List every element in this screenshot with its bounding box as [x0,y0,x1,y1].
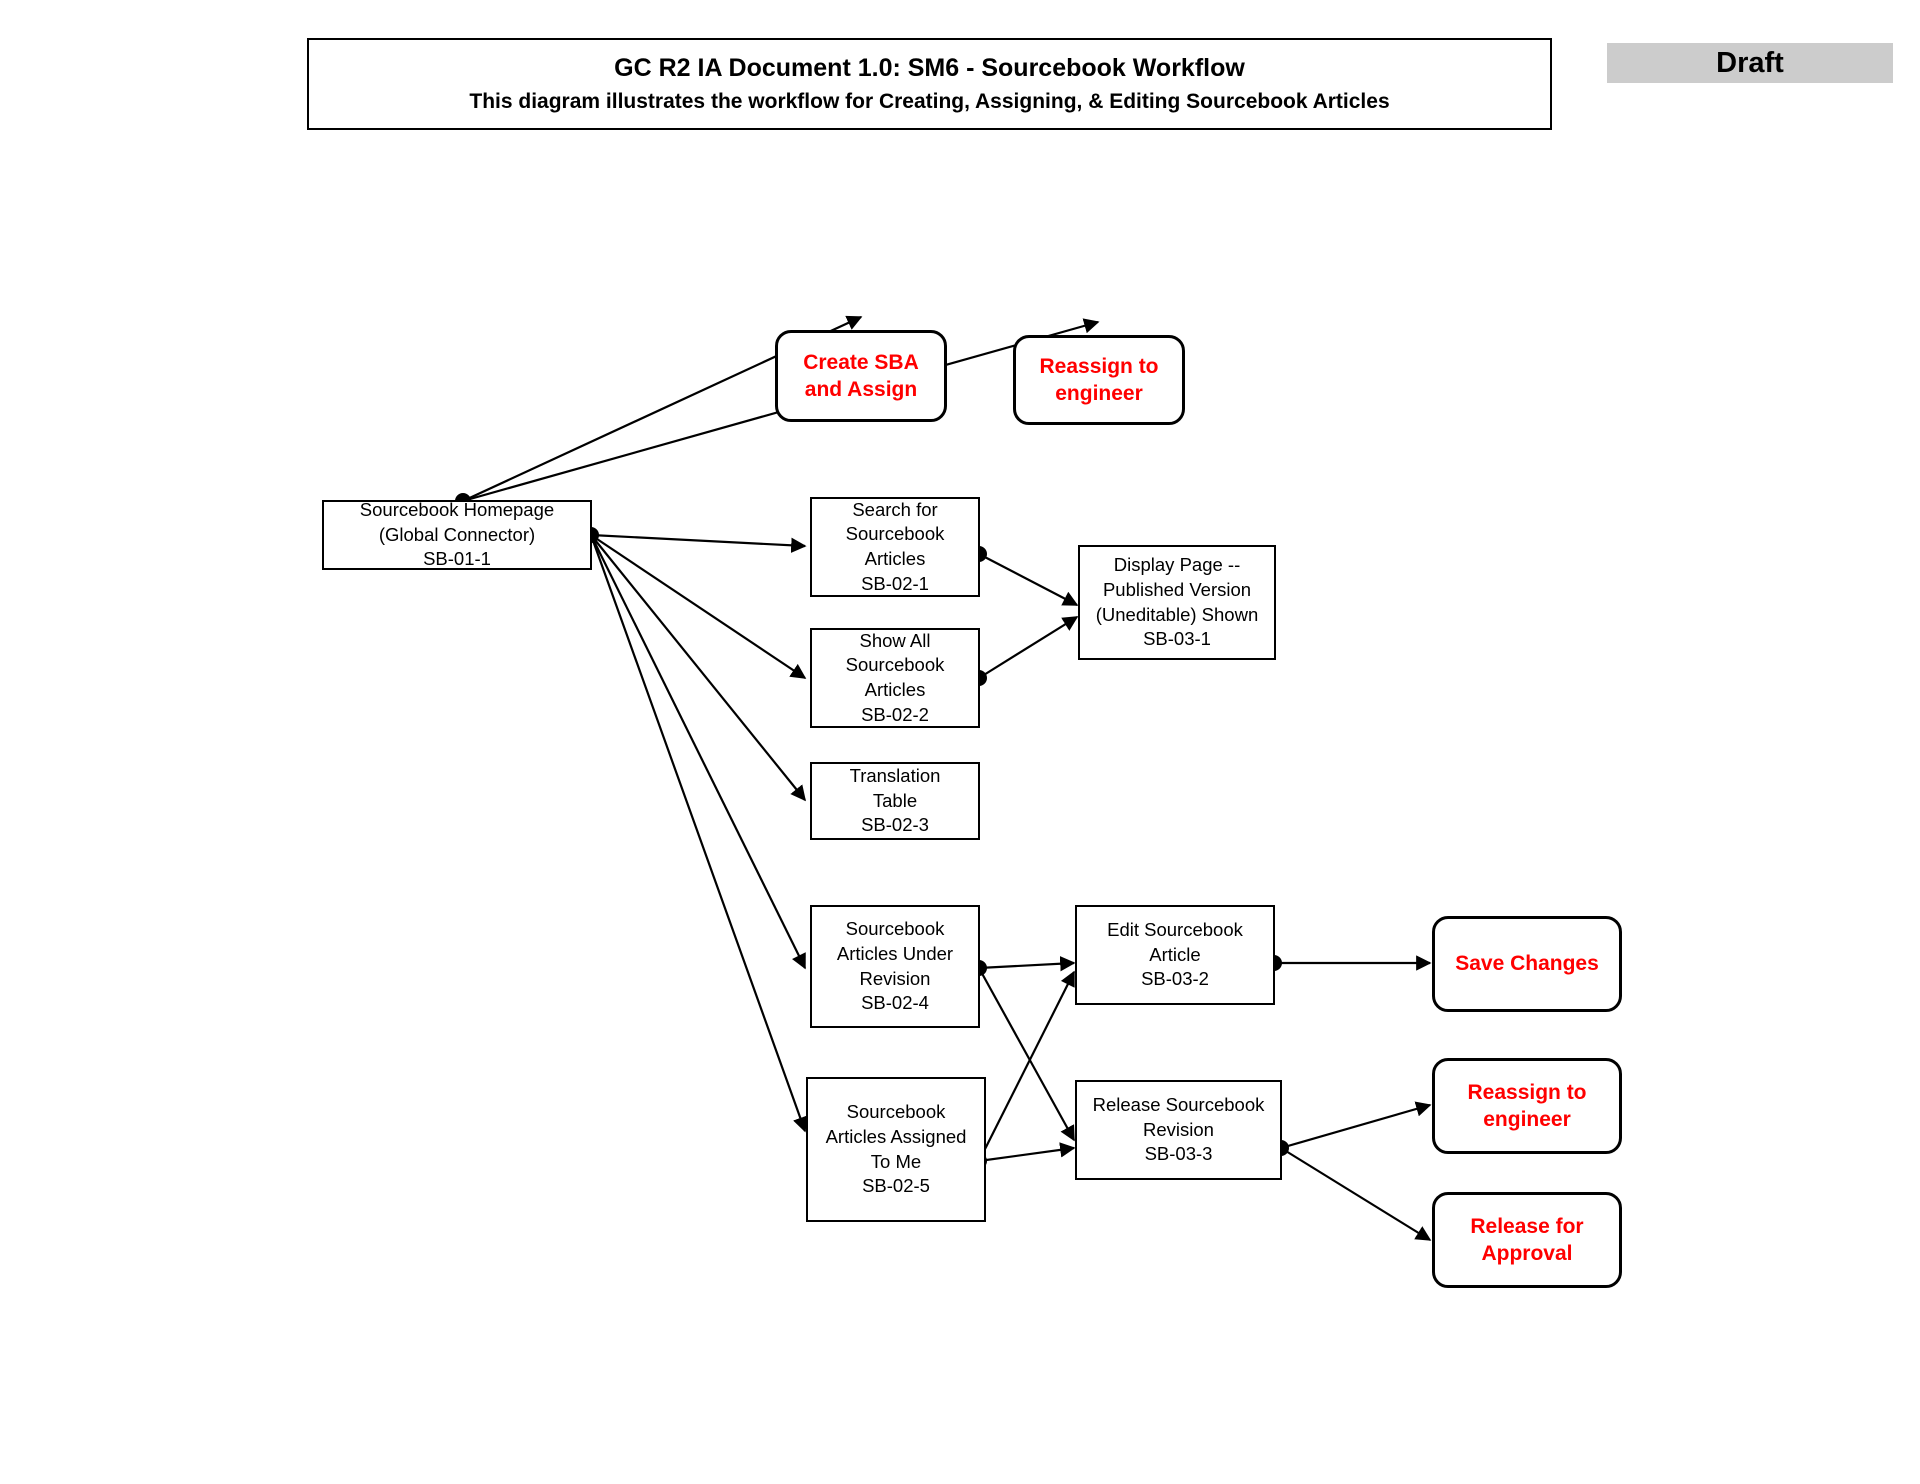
node-line-3: SB-03-2 [1141,968,1209,990]
node-line-3: (Uneditable) Shown [1095,603,1259,625]
action-line-2: and Assign [804,378,918,401]
node-edit-sourcebook-article[interactable]: Edit Sourcebook Article SB-03-2 [1075,905,1275,1005]
node-line-4: SB-02-2 [861,703,929,725]
page-title: GC R2 IA Document 1.0: SM6 - Sourcebook … [614,54,1245,83]
node-line-1: Sourcebook [846,1101,946,1123]
action-create-sba-and-assign[interactable]: Create SBA and Assign [775,330,947,422]
action-line-1: Save Changes [1455,952,1599,976]
node-line-3: Revision [859,967,931,989]
node-line-3: Articles [864,548,926,569]
node-display-page-published-version[interactable]: Display Page -- Published Version (Unedi… [1078,545,1276,660]
status-badge: Draft [1607,43,1893,83]
node-line-2: Table [872,789,918,811]
node-line-1: Sourcebook Homepage [359,499,555,521]
node-line-1: Edit Sourcebook [1107,919,1243,941]
node-line-1: Release Sourcebook [1092,1094,1265,1116]
action-line-1: Create SBA [803,350,919,374]
node-line-4: SB-02-5 [862,1175,930,1197]
node-line-4: SB-02-1 [861,572,929,594]
action-release-for-approval[interactable]: Release for Approval [1432,1192,1622,1288]
node-line-4: SB-02-4 [861,992,929,1014]
node-line-2: (Global Connector) [378,523,536,545]
action-line-1: Reassign to [1467,1080,1587,1104]
node-sourcebook-articles-assigned-to-me[interactable]: Sourcebook Articles Assigned To Me SB-02… [806,1077,986,1222]
node-line-3: Articles [864,679,926,700]
node-line-2: Articles Assigned [825,1125,967,1147]
node-show-all-sourcebook-articles[interactable]: Show All Sourcebook Articles SB-02-2 [810,628,980,728]
node-line-2: Articles Under [836,942,954,964]
action-line-2: Approval [1481,1242,1573,1265]
action-save-changes[interactable]: Save Changes [1432,916,1622,1012]
node-line-1: Show All [859,629,931,651]
node-line-2: Sourcebook [845,654,945,676]
node-line-3: To Me [870,1150,922,1172]
node-line-1: Sourcebook [845,918,945,940]
action-reassign-to-engineer-bottom[interactable]: Reassign to engineer [1432,1058,1622,1154]
node-line-2: Published Version [1102,578,1252,600]
node-search-sourcebook-articles[interactable]: Search for Sourcebook Articles SB-02-1 [810,497,980,597]
node-line-2: Revision [1143,1118,1214,1140]
node-line-1: Search for [852,498,938,520]
node-line-2: Sourcebook [845,523,945,545]
node-line-3: SB-02-3 [861,814,929,836]
node-line-1: Translation [849,765,941,787]
action-reassign-to-engineer-top[interactable]: Reassign to engineer [1013,335,1185,425]
node-translation-table[interactable]: Translation Table SB-02-3 [810,762,980,840]
action-line-1: Release for [1470,1214,1584,1238]
action-line-2: engineer [1055,382,1143,405]
action-line-1: Reassign to [1039,354,1159,378]
node-sourcebook-articles-under-revision[interactable]: Sourcebook Articles Under Revision SB-02… [810,905,980,1028]
node-line-3: SB-01-1 [423,548,491,570]
node-release-sourcebook-revision[interactable]: Release Sourcebook Revision SB-03-3 [1075,1080,1282,1180]
page-subtitle: This diagram illustrates the workflow fo… [469,89,1390,113]
node-line-3: SB-03-3 [1144,1143,1213,1165]
document-title-box: GC R2 IA Document 1.0: SM6 - Sourcebook … [307,38,1552,130]
node-sourcebook-homepage[interactable]: Sourcebook Homepage (Global Connector) S… [322,499,592,570]
action-line-2: engineer [1483,1108,1571,1131]
node-line-2: Article [1149,943,1201,965]
node-line-1: Display Page -- [1113,554,1241,576]
node-line-4: SB-03-1 [1143,628,1211,650]
